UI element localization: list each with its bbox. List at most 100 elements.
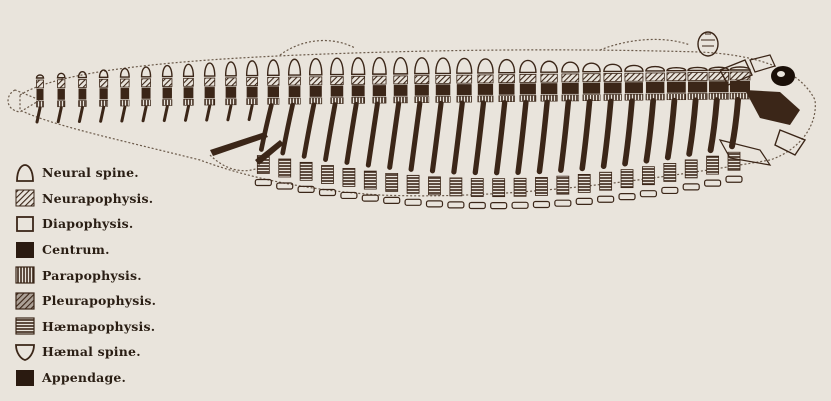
- tail-spine: [249, 106, 252, 120]
- haemapophysis: [685, 160, 697, 178]
- neurapophysis: [289, 77, 301, 85]
- neurapophysis: [352, 76, 365, 84]
- haemal-spine: [277, 183, 293, 189]
- centrum: [520, 83, 536, 94]
- centrum: [415, 85, 429, 96]
- centrum: [37, 89, 44, 100]
- neural-spine: [541, 61, 557, 72]
- neural-spine: [352, 58, 365, 75]
- neurapophysis: [688, 72, 707, 80]
- centrum: [100, 88, 108, 99]
- parapophysis: [310, 98, 322, 104]
- haemal-spine: [683, 184, 699, 190]
- neural-spine: [436, 58, 450, 73]
- neural-spine: [667, 68, 686, 71]
- legend-item-parapophysis: Parapophysis.: [14, 262, 234, 288]
- haemapophysis: [707, 156, 719, 174]
- parapophysis: [331, 98, 344, 104]
- centrum: [562, 83, 579, 94]
- neural-spine: [331, 58, 344, 74]
- neurapophysis: [709, 72, 729, 80]
- neurapophysis: [37, 80, 44, 88]
- haemal-spine: [619, 194, 635, 200]
- appendage-swatch: [14, 368, 36, 388]
- parapophysis: [205, 99, 215, 105]
- neurapophysis: [394, 76, 408, 84]
- legend-label: Hæmal spine.: [42, 344, 141, 359]
- pleurapophysis: [390, 104, 399, 168]
- centrum: [499, 84, 515, 95]
- parapophysis: [79, 101, 87, 107]
- neurapophysis: [415, 76, 429, 84]
- neural-spine: [688, 67, 707, 70]
- tail-spine: [101, 107, 104, 121]
- neurapophysis: [121, 79, 130, 87]
- pleurapophysis: [539, 102, 547, 171]
- parapophysis: [436, 96, 450, 102]
- neurapophysis-swatch: [14, 188, 36, 208]
- centrum: [709, 81, 729, 92]
- legend: Neural spine. Neurapophysis. Diapophysis…: [14, 160, 234, 390]
- centrum: [163, 88, 172, 99]
- pleurapophysis: [582, 102, 589, 169]
- neural-spine: [289, 59, 301, 75]
- centrum: [583, 83, 600, 94]
- haemapophysis: [386, 173, 398, 191]
- pleurapophysis: [368, 104, 377, 165]
- legend-item-neural-spine: Neural spine.: [14, 160, 234, 186]
- legend-item-centrum: Centrum.: [14, 237, 234, 263]
- legend-label: Pleurapophysis.: [42, 293, 156, 308]
- parapophysis: [37, 101, 44, 107]
- neural-spine: [730, 67, 750, 70]
- pleurapophysis: [304, 105, 314, 157]
- neural-spine: [415, 58, 429, 74]
- neural-spine: [268, 60, 279, 75]
- haemal-spine: [469, 203, 485, 209]
- haemal-spine: [555, 200, 571, 206]
- haemal-spine: [726, 176, 742, 182]
- neurapophysis: [331, 77, 344, 85]
- tail-spine: [122, 107, 125, 121]
- haemapophysis: [600, 172, 612, 190]
- centrum: [184, 87, 194, 98]
- neural-spine: [121, 69, 130, 77]
- tail-spine: [79, 108, 82, 122]
- parapophysis: [541, 95, 557, 101]
- neurapophysis: [583, 74, 600, 82]
- parapophysis: [163, 100, 172, 106]
- haemapophysis: [621, 170, 633, 188]
- legend-item-haemal-spine: Hæmal spine.: [14, 339, 234, 365]
- parapophysis-swatch: [14, 265, 36, 285]
- haemal-spine: [384, 197, 400, 203]
- neurapophysis: [646, 73, 664, 81]
- parapophysis: [562, 95, 579, 101]
- tail-spine: [164, 107, 167, 121]
- neurapophysis: [142, 79, 151, 87]
- pleurapophysis: [347, 104, 356, 162]
- parapophysis: [499, 96, 515, 102]
- parapophysis: [268, 98, 279, 104]
- legend-label: Parapophysis.: [42, 268, 142, 283]
- neurapophysis: [100, 79, 108, 87]
- parapophysis: [457, 96, 472, 102]
- tail-spine: [185, 106, 188, 120]
- neural-spine: [583, 63, 600, 71]
- neural-spine: [457, 58, 472, 73]
- centrum: [541, 83, 557, 94]
- haemapophysis: [300, 162, 312, 180]
- pleurapophysis: [475, 103, 483, 173]
- centrum: [247, 87, 258, 98]
- pleurapophysis: [668, 101, 675, 158]
- pleurapophysis: [411, 104, 420, 170]
- neural-spine: [625, 65, 643, 71]
- parapophysis: [142, 100, 151, 106]
- haemapophysis: [407, 175, 419, 193]
- legend-label: Centrum.: [42, 242, 110, 257]
- haemapophysis: [428, 177, 440, 195]
- neural-spine: [373, 58, 386, 74]
- neural-spine: [163, 66, 172, 77]
- neurapophysis: [478, 75, 493, 83]
- neurapophysis: [457, 75, 472, 83]
- haemal-spine: [705, 180, 721, 186]
- haemal-spine: [598, 196, 614, 202]
